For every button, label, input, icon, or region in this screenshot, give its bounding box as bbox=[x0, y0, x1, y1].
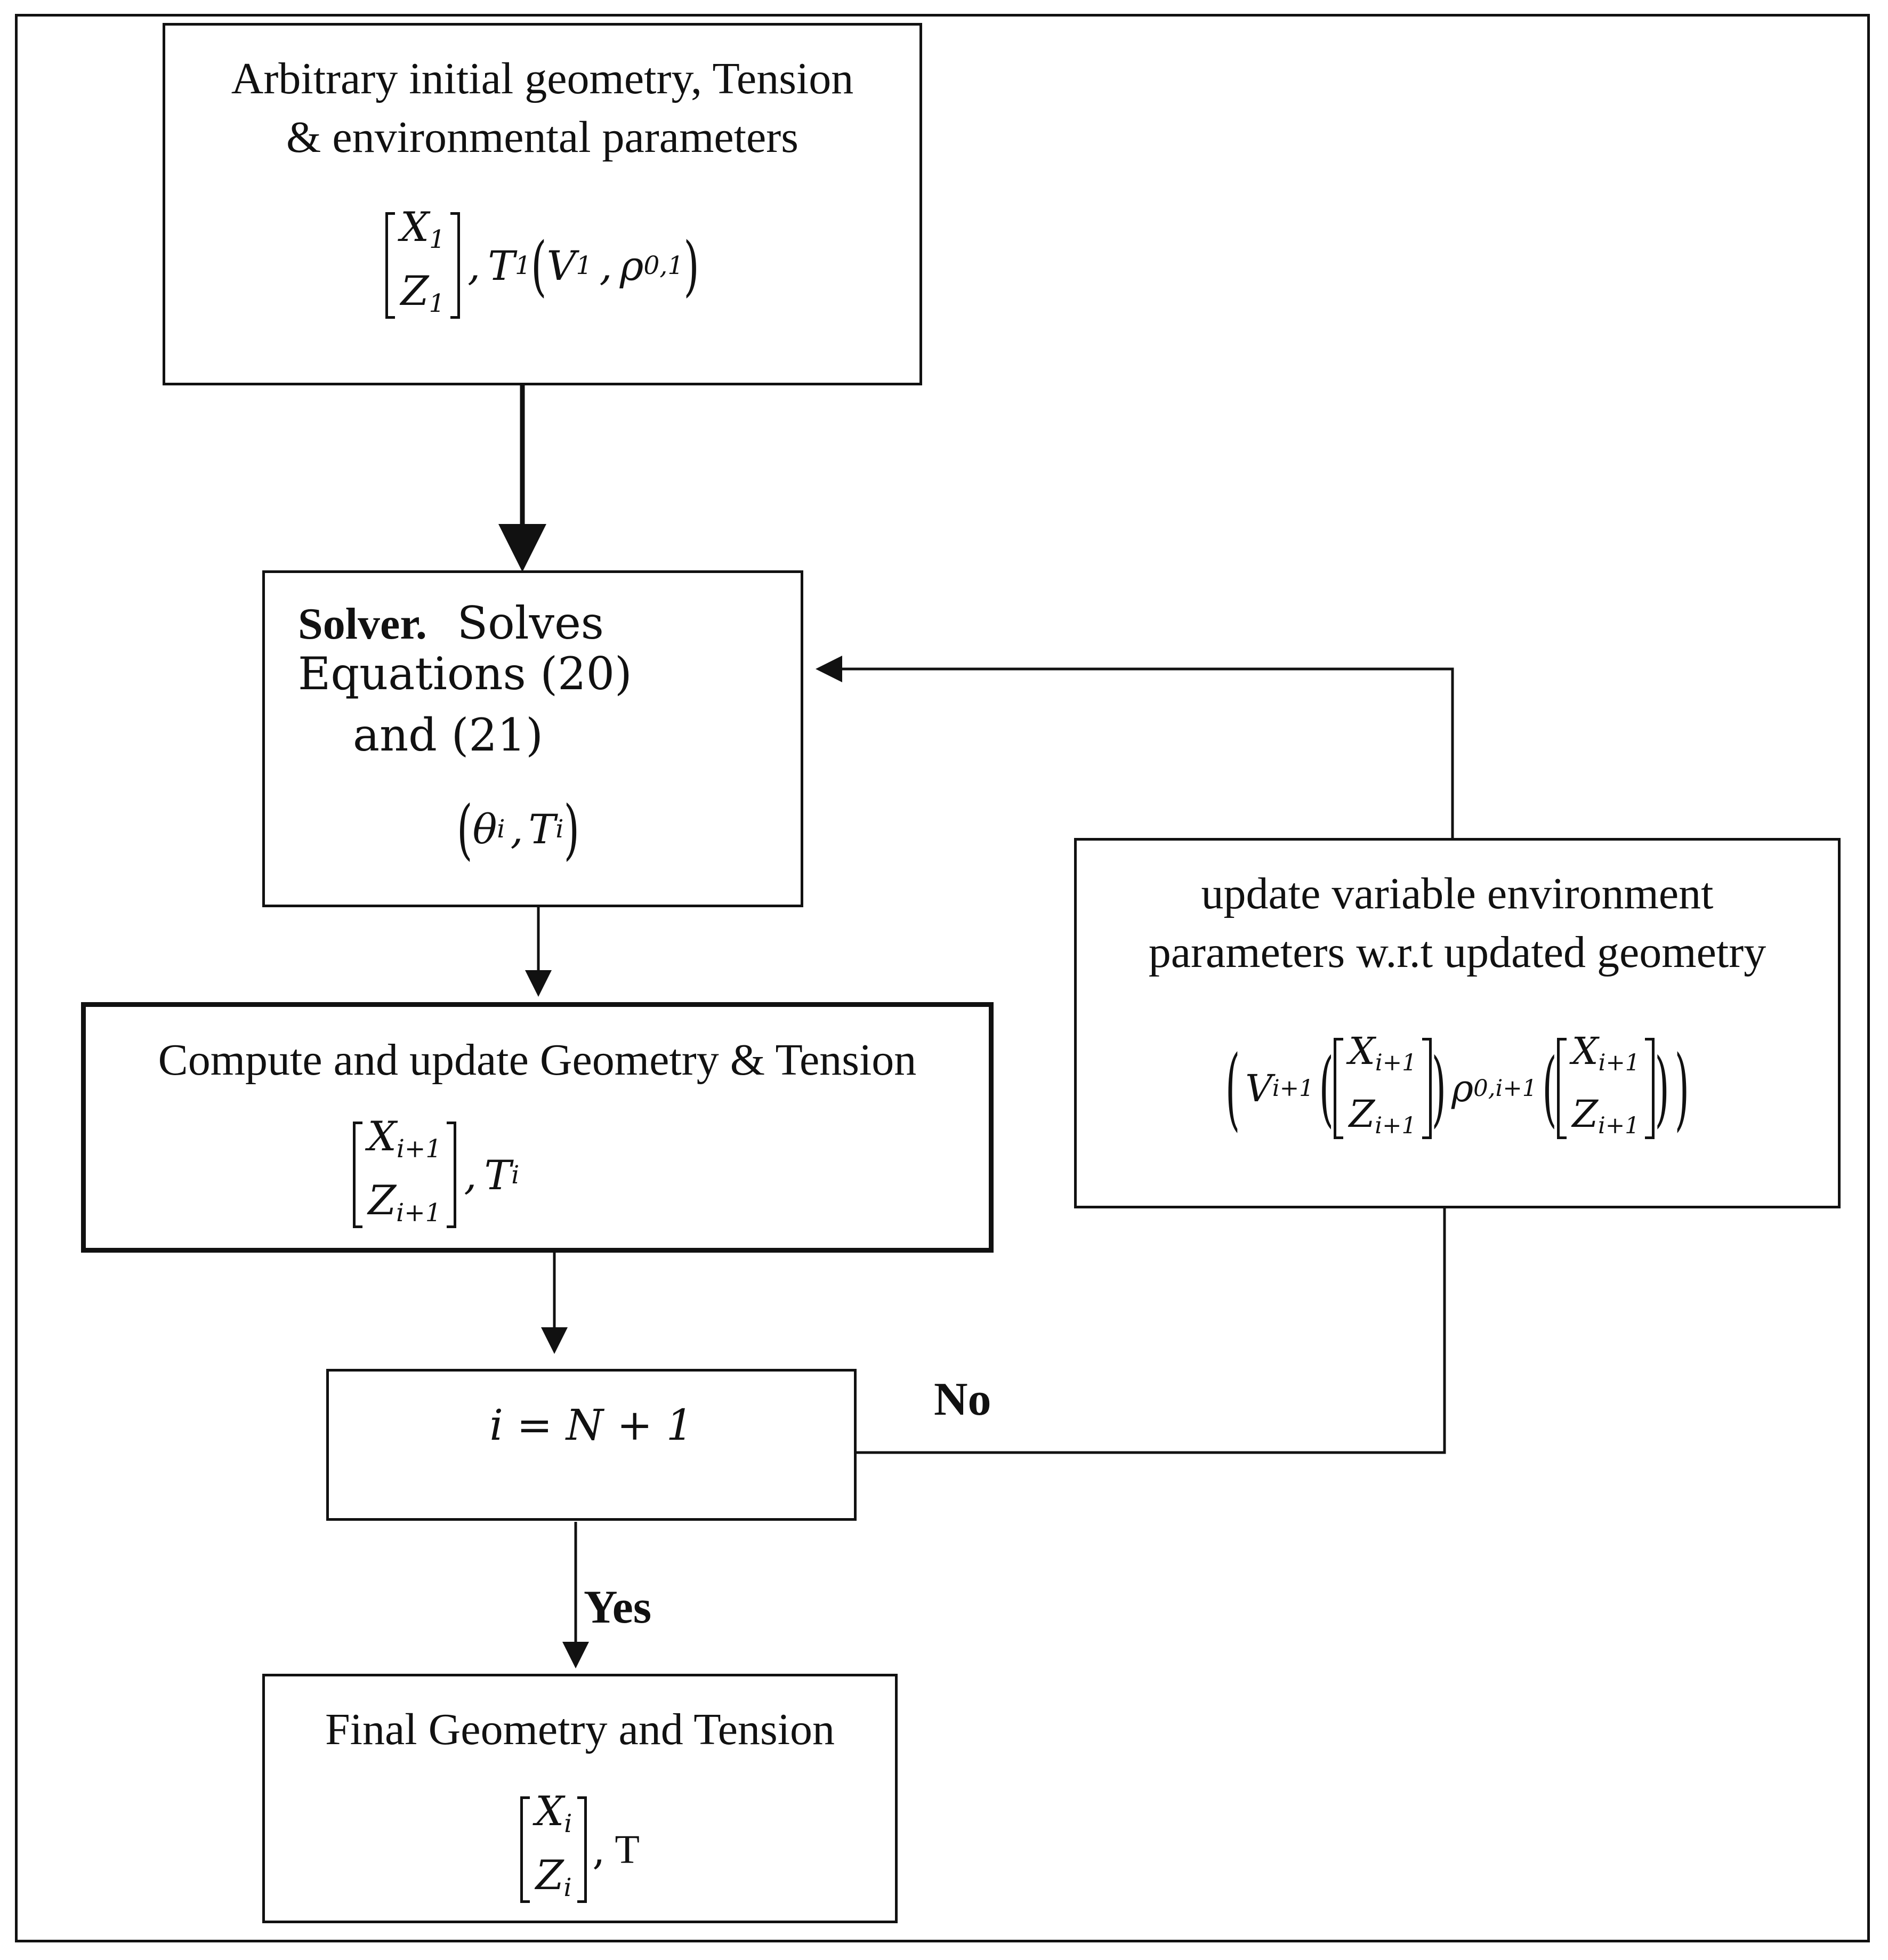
update-box: update variable environment parameters w… bbox=[1074, 838, 1841, 1208]
update-z-2: Z bbox=[1572, 1092, 1598, 1136]
update-x-2: X bbox=[1571, 1029, 1599, 1073]
start-z-sub: 1 bbox=[429, 289, 445, 319]
compute-t: T bbox=[484, 1151, 512, 1199]
compute-matrix: Xi+1 Zi+1 bbox=[352, 1111, 457, 1239]
solver-theta: θ bbox=[472, 805, 497, 853]
start-v: V bbox=[546, 241, 576, 289]
compute-z-sub: i+1 bbox=[396, 1198, 441, 1228]
solver-t-sub: i bbox=[555, 814, 564, 844]
update-rho: ρ bbox=[1451, 1067, 1474, 1110]
solver-bold: Solver. bbox=[298, 599, 427, 649]
final-x-sub: i bbox=[564, 1809, 572, 1838]
start-rho-sub: 0,1 bbox=[643, 251, 684, 280]
update-line2: parameters w.r.t updated geometry bbox=[1148, 927, 1766, 977]
final-t: T bbox=[615, 1827, 640, 1872]
final-z-sub: i bbox=[563, 1873, 572, 1903]
start-v-sub: 1 bbox=[576, 251, 592, 280]
compute-x-sub: i+1 bbox=[396, 1134, 442, 1164]
final-formula: Xi Zi , T bbox=[265, 1787, 895, 1908]
compute-z: Z bbox=[368, 1176, 397, 1224]
final-line1: Final Geometry and Tension bbox=[325, 1705, 835, 1754]
arrow-update-to-solver bbox=[816, 656, 1454, 840]
start-x-sub: 1 bbox=[429, 225, 446, 254]
outer-frame bbox=[15, 14, 1870, 1942]
update-x-1: X bbox=[1349, 1029, 1375, 1073]
final-z: Z bbox=[535, 1851, 564, 1899]
update-z-1: Z bbox=[1349, 1092, 1375, 1136]
update-z-sub-2: i+1 bbox=[1597, 1112, 1640, 1140]
start-tension-sub: 1 bbox=[515, 251, 531, 280]
compute-line1: Compute and update Geometry & Tension bbox=[158, 1035, 917, 1085]
start-tension: T bbox=[488, 241, 515, 289]
final-box: Final Geometry and Tension Xi Zi , T bbox=[262, 1674, 898, 1923]
solver-line3: and (21) bbox=[353, 709, 544, 761]
solver-solves: Solves bbox=[457, 597, 604, 649]
update-z-sub-1: i+1 bbox=[1375, 1112, 1417, 1140]
solver-theta-sub: i bbox=[497, 814, 505, 844]
solver-t: T bbox=[528, 805, 556, 853]
start-box: Arbitrary initial geometry, Tension & en… bbox=[163, 23, 922, 385]
update-line1: update variable environment bbox=[1201, 869, 1714, 918]
line-no-branch bbox=[856, 1207, 1446, 1454]
final-x: X bbox=[535, 1787, 564, 1835]
start-x: X bbox=[400, 203, 430, 251]
final-matrix: Xi Zi bbox=[520, 1786, 587, 1914]
update-v-sub: i+1 bbox=[1272, 1075, 1314, 1102]
compute-box: Compute and update Geometry & Tension Xi… bbox=[81, 1002, 994, 1253]
update-x-sub-1: i+1 bbox=[1375, 1050, 1417, 1076]
update-matrix-1: Xi+1 Zi+1 bbox=[1334, 1026, 1432, 1151]
label-yes: Yes bbox=[584, 1582, 652, 1633]
decision-condition: i = N + 1 bbox=[489, 1400, 693, 1450]
label-no: No bbox=[934, 1374, 991, 1425]
solver-line1: Solver. Solves bbox=[298, 597, 604, 650]
compute-t-sub: i bbox=[511, 1160, 520, 1190]
start-line1: Arbitrary initial geometry, Tension bbox=[231, 54, 854, 103]
start-line2: & environmental parameters bbox=[286, 112, 798, 162]
solver-box: Solver. Solves Equations (20) and (21) (… bbox=[262, 570, 803, 907]
compute-x: X bbox=[367, 1112, 397, 1160]
decision-box: i = N + 1 bbox=[326, 1369, 857, 1521]
start-rho: ρ bbox=[619, 241, 644, 289]
update-rho-sub: 0,i+1 bbox=[1473, 1075, 1537, 1102]
update-v: V bbox=[1245, 1067, 1272, 1110]
start-z: Z bbox=[400, 267, 429, 314]
start-matrix: X1 Z1 bbox=[385, 201, 461, 329]
solver-line2: Equations (20) bbox=[298, 648, 632, 700]
update-matrix-2: Xi+1 Zi+1 bbox=[1556, 1026, 1655, 1151]
update-x-sub-2: i+1 bbox=[1598, 1050, 1640, 1076]
